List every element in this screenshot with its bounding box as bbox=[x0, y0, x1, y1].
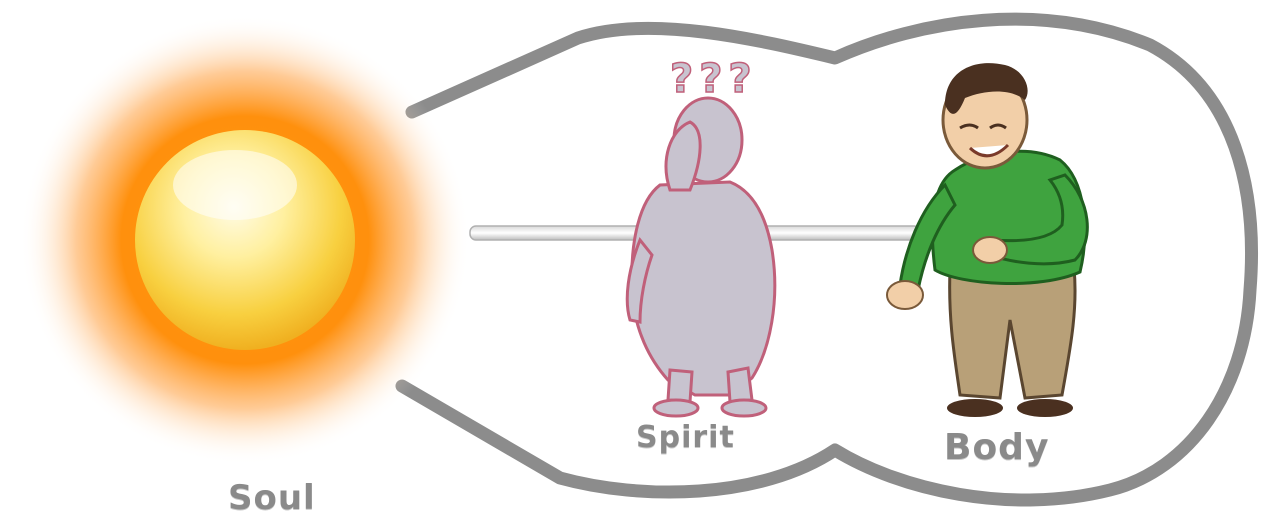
outline-top-edge bbox=[402, 19, 1251, 500]
spirit-figure-icon bbox=[627, 98, 775, 416]
question-marks: ??? bbox=[670, 56, 758, 102]
spirit-label: Spirit bbox=[636, 420, 735, 455]
container-outline bbox=[402, 19, 1251, 500]
body-label: Body bbox=[944, 427, 1049, 468]
soul-label: Soul bbox=[228, 478, 316, 518]
sun-soul-icon bbox=[20, 15, 470, 465]
body-figure-icon bbox=[887, 63, 1087, 417]
